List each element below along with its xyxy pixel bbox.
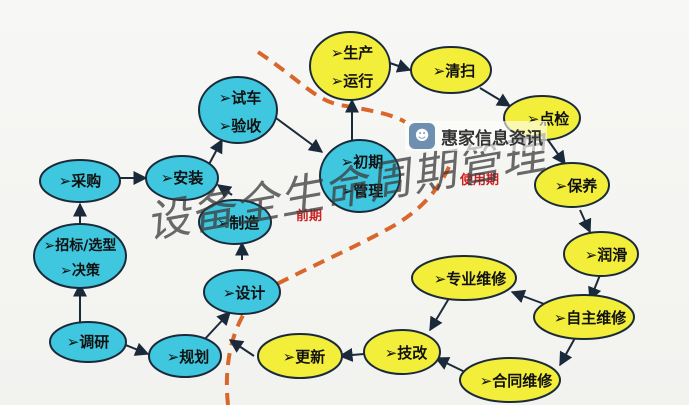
node-research: ➢调研 (49, 321, 127, 363)
node-lubrication: ➢润滑 (563, 231, 639, 277)
node-installation-label: ➢安装 (161, 169, 205, 187)
node-autonomous-maintenance: ➢自主维修 (533, 294, 635, 340)
node-initial-label-1: ➢初期 (341, 153, 384, 171)
robot-face-icon: ☻ (409, 123, 435, 149)
node-planning: ➢规划 (148, 334, 222, 378)
phase-label-use: 使用期 (459, 172, 499, 188)
node-professional-maintenance: ➢专业维修 (411, 255, 517, 301)
phase-boundary-upper (256, 50, 407, 124)
node-procurement: ➢采购 (39, 159, 121, 203)
node-maintenance: ➢保养 (534, 162, 610, 208)
node-autonomous-label: ➢自主维修 (554, 309, 628, 327)
node-contract-maintenance: ➢合同维修 (459, 357, 561, 403)
node-bidding: ➢招标/选型 ➢决策 (33, 223, 127, 289)
node-maintenance-label: ➢保养 (555, 177, 599, 195)
node-cleaning-label: ➢清扫 (433, 62, 476, 80)
node-installation: ➢安装 (145, 155, 219, 201)
node-design: ➢设计 (203, 269, 281, 315)
node-trial-acceptance: ➢试车 ➢验收 (198, 76, 278, 144)
node-cleaning: ➢清扫 (410, 46, 492, 94)
node-production-label-2: ➢运行 (331, 72, 374, 90)
node-trial-label-1: ➢试车 (219, 89, 262, 107)
phase-boundary-lower (224, 159, 454, 405)
node-procurement-label: ➢采购 (59, 172, 102, 190)
node-renewal-label: ➢更新 (283, 348, 326, 366)
node-contract-label: ➢合同维修 (480, 372, 554, 390)
watermark: ☻ 惠家信息资讯 (405, 121, 547, 151)
node-professional-label: ➢专业维修 (434, 270, 508, 288)
node-production-label-1: ➢生产 (331, 44, 374, 62)
node-initial-management: ➢初期 ➢管理 (319, 139, 401, 213)
node-initial-label-2: ➢管理 (341, 182, 384, 200)
node-design-label: ➢设计 (223, 284, 266, 302)
node-planning-label: ➢规划 (167, 348, 210, 366)
node-trial-label-2: ➢验收 (219, 117, 262, 135)
node-technical-improvement: ➢技改 (363, 329, 441, 375)
node-technical-label: ➢技改 (385, 344, 429, 362)
node-renewal: ➢更新 (257, 333, 343, 379)
node-bidding-label-2: ➢决策 (60, 262, 101, 279)
node-lubrication-label: ➢润滑 (585, 246, 628, 264)
node-research-label: ➢调研 (67, 333, 110, 351)
watermark-text: 惠家信息资讯 (441, 128, 543, 149)
phase-label-early: 前期 (296, 208, 322, 224)
node-manufacturing-label: ➢制造 (217, 214, 260, 232)
node-manufacturing: ➢制造 (198, 199, 272, 245)
node-bidding-label-1: ➢招标/选型 (44, 237, 117, 254)
node-production: ➢生产 ➢运行 (309, 31, 391, 101)
